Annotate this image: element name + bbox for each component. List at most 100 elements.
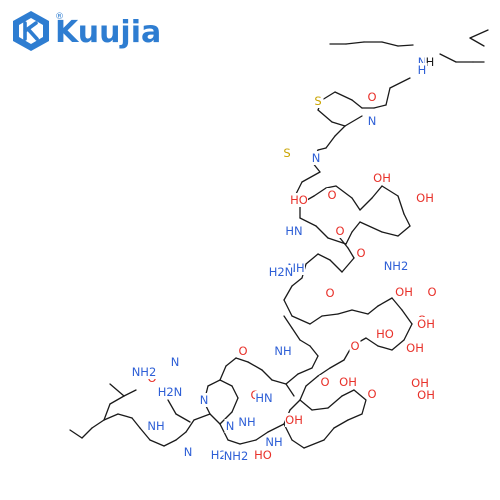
bond-line [291, 327, 301, 341]
bond-line [193, 413, 211, 421]
bond-line [469, 29, 489, 39]
bond-line [325, 185, 337, 189]
bond-line [289, 399, 301, 411]
bond-line [381, 41, 399, 47]
atom-label-backdrop [334, 224, 346, 238]
bond-line [321, 91, 336, 101]
bond-line [373, 104, 387, 109]
bond-line [391, 297, 403, 311]
atom-label: N [226, 419, 235, 433]
atom-label: O [367, 90, 376, 104]
bond-line [167, 399, 177, 415]
bond-line [377, 345, 393, 351]
bond-line [351, 309, 369, 315]
atom-label-backdrop [169, 355, 181, 369]
atom-label-backdrop [265, 435, 283, 449]
bond-line [335, 185, 353, 199]
bond-line [403, 213, 411, 227]
bond-line [334, 125, 346, 137]
atom-label: OH [406, 341, 424, 355]
bond-line [299, 217, 317, 227]
bond-line [323, 427, 335, 441]
atom-label: HN [285, 224, 302, 238]
bond-line [321, 313, 339, 317]
atom-label: HN [255, 391, 272, 405]
bond-line [225, 357, 237, 367]
bond-line [235, 357, 249, 363]
atom-label: N [171, 355, 180, 369]
atom-label-backdrop [157, 385, 183, 399]
bond-line [381, 185, 399, 197]
bond-line [209, 413, 221, 425]
atom-label: N [368, 114, 377, 128]
atom-label: HO [290, 193, 308, 207]
atom-label: NH [147, 419, 164, 433]
atom-label: H2N [269, 265, 294, 279]
bond-line [207, 379, 221, 387]
atom-label: OH [417, 388, 435, 402]
bond-line [313, 187, 327, 197]
bond-line [69, 429, 83, 439]
bond-line [329, 359, 345, 369]
atom-label-backdrop [268, 265, 294, 279]
bond-line [299, 385, 307, 401]
bond-line [175, 413, 191, 423]
atom-label-backdrop [131, 365, 157, 379]
atom-label-backdrop [326, 188, 338, 202]
atom-label: OH [411, 376, 429, 390]
atom-label-backdrop [349, 339, 361, 353]
atom-label-backdrop [383, 259, 409, 273]
bond-line [285, 383, 295, 397]
bond-line [219, 423, 229, 441]
atom-label-backdrop [198, 393, 210, 407]
bond-line [185, 419, 195, 433]
bond-line [291, 315, 311, 325]
bond-line [295, 181, 303, 195]
atom-label-backdrop [223, 449, 249, 463]
atom-label-backdrop [182, 445, 194, 459]
atom-label: N [418, 55, 427, 69]
bond-line [341, 389, 355, 397]
bond-line [271, 379, 287, 385]
bond-line [255, 431, 269, 441]
atom-label: HO [254, 448, 272, 462]
bond-line [347, 413, 363, 421]
bond-line [377, 297, 393, 307]
bond-line [359, 197, 373, 211]
bond-line [317, 367, 331, 377]
bond-line [311, 355, 319, 369]
bond-line [337, 309, 353, 315]
bond-line [283, 315, 293, 329]
atom-label-backdrop [310, 151, 322, 165]
atom-label: NH [238, 415, 255, 429]
bond-line [103, 403, 111, 421]
bond-line [109, 383, 125, 397]
bond-line [345, 41, 365, 45]
bond-line [397, 195, 405, 215]
bond-line [327, 237, 347, 245]
bond-line [305, 253, 319, 265]
atom-label-backdrop [319, 375, 331, 389]
atom-label: OH [373, 171, 391, 185]
atom-label-backdrop [416, 55, 428, 69]
atom-label: O [238, 344, 247, 358]
bond-line [327, 395, 343, 409]
atom-label-backdrop [411, 376, 429, 390]
atom-label: OH [285, 413, 303, 427]
bond-line [291, 439, 305, 449]
kuujia-hexagon-mark [13, 11, 49, 51]
bond-line [334, 91, 353, 101]
bond-line [239, 439, 257, 445]
atom-label-backdrop [224, 419, 236, 433]
bond-line [303, 439, 325, 449]
bond-line [283, 299, 293, 317]
bond-line [333, 419, 349, 429]
brand-registered-mark: ® [55, 12, 64, 22]
bond-line [163, 439, 177, 447]
atom-label: N [200, 393, 209, 407]
atom-label-backdrop [147, 419, 165, 433]
atom-label-backdrop [238, 415, 256, 429]
atom-label-backdrop [416, 191, 434, 205]
bond-line [291, 277, 303, 287]
